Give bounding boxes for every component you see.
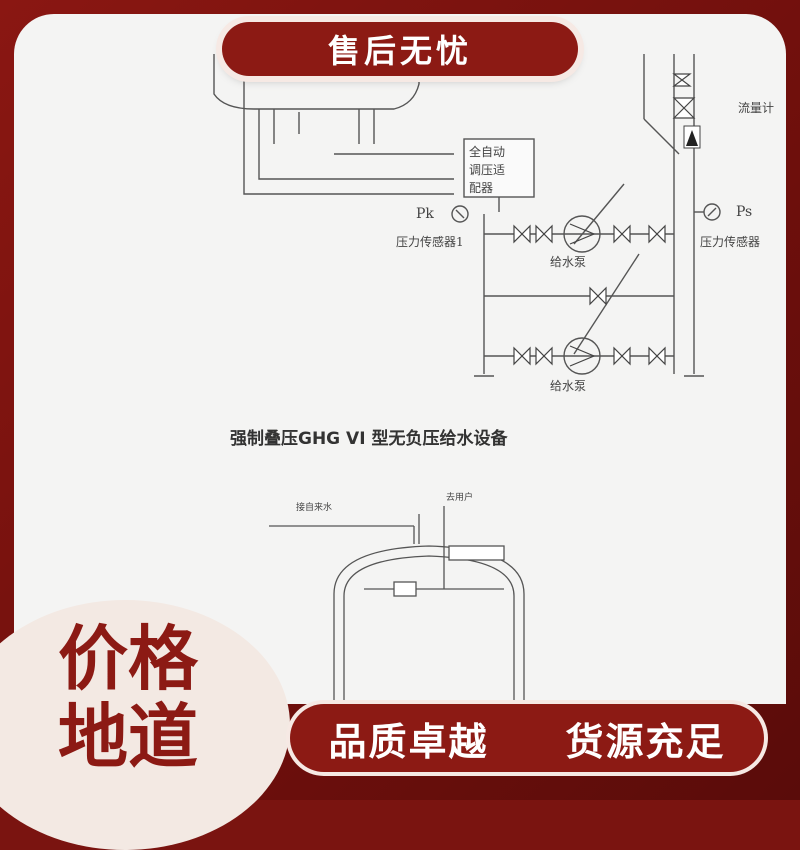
price-badge-line-2: 地道 bbox=[58, 695, 198, 778]
lower-tank-outline bbox=[333, 545, 525, 704]
price-badge-line-1: 价格 bbox=[58, 617, 198, 700]
price-badge-text: 价格 地道 bbox=[58, 620, 218, 776]
water-supply-diagram: 全自动 调压适 配器 Pk Ps 压力传感器1 压力传感器 给水泵 给水泵 流量… bbox=[213, 54, 774, 704]
inlet-label: 接自来水 bbox=[296, 501, 332, 513]
ps-label: Ps bbox=[736, 204, 752, 220]
adapter-label-1: 全自动 bbox=[469, 144, 505, 159]
bottom-slogan-bar: 品质卓越 货源充足 bbox=[290, 704, 764, 772]
adapter-label-3: 配器 bbox=[469, 181, 493, 195]
slogan-supply: 货源充足 bbox=[565, 719, 726, 764]
auto-adapter-box bbox=[463, 138, 535, 198]
after-sales-banner: 售后无忧 bbox=[222, 22, 578, 76]
flow-meter-label: 流量计 bbox=[738, 101, 774, 115]
sensor-1-label: 压力传感器1 bbox=[396, 234, 464, 249]
pump-1 bbox=[563, 215, 601, 253]
diagram-canvas: 全自动 调压适 配器 Pk Ps 压力传感器1 压力传感器 给水泵 给水泵 流量… bbox=[14, 14, 786, 704]
slogan-quality: 品质卓越 bbox=[328, 719, 489, 764]
sensor-2-label: 压力传感器 bbox=[700, 234, 760, 249]
pump-label-top: 给水泵 bbox=[550, 255, 586, 269]
pump-2 bbox=[563, 337, 601, 375]
pk-label: Pk bbox=[416, 206, 434, 222]
pump-label-bottom: 给水泵 bbox=[550, 379, 586, 393]
upper-tank-outline bbox=[213, 54, 420, 110]
outlet-label: 去用户 bbox=[446, 491, 473, 503]
pressure-gauge-1 bbox=[451, 205, 469, 223]
diagram-caption: 强制叠压GHG VI 型无负压给水设备 bbox=[230, 428, 508, 449]
adapter-label-2: 调压适 bbox=[469, 163, 505, 177]
